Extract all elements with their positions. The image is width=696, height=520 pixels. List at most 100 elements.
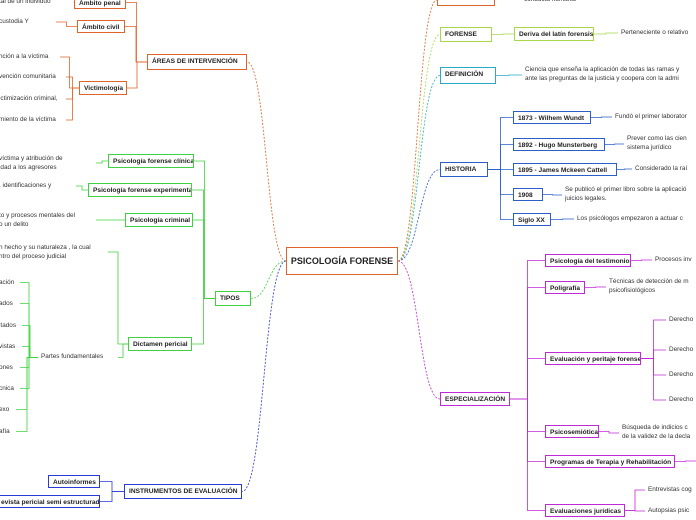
- node-historia[interactable]: HISTORIA: [440, 162, 488, 177]
- link-especializacion-e_evj: [510, 398, 545, 511]
- node-t-exper[interactable]: Psicología forense experimental: [88, 183, 192, 197]
- link-tipos-t_exper: [192, 189, 215, 299]
- link-t_partes-p2: [20, 303, 38, 358]
- node-instrumentos[interactable]: INSTRUMENTOS DE EVALUACIÓN: [124, 484, 242, 499]
- link-h1892-h1892_d: [605, 143, 624, 145]
- node-e-evj-d2[interactable]: Autopsias psic: [648, 507, 690, 514]
- link-instrumentos-i_entrev: [100, 491, 124, 502]
- node-e-test-d[interactable]: Procesos inv: [655, 256, 692, 263]
- node-a-civil[interactable]: Ámbito civil: [77, 20, 125, 33]
- link-central-instrumentos: [241, 260, 287, 492]
- node-definicion[interactable]: DEFINICIÓN: [440, 67, 496, 84]
- node-e-evj[interactable]: Evaluaciones jurídicas: [545, 504, 625, 517]
- node-v2[interactable]: vención comunitaria: [0, 73, 56, 80]
- link-e_test-e_test_d: [631, 259, 652, 261]
- node-t-dictamen[interactable]: Dictamen pericial: [128, 337, 192, 351]
- node-v1[interactable]: nción a la víctima: [0, 53, 49, 60]
- node-p3[interactable]: ltados: [0, 322, 17, 329]
- node-h1873[interactable]: 1873 - Wilhem Wundt: [513, 111, 591, 124]
- node-e-test[interactable]: Psicología del testimonio: [545, 254, 631, 267]
- link-historia-h1892: [488, 144, 513, 170]
- node-areas[interactable]: ÁREAS DE INTERVENCIÓN: [147, 54, 247, 70]
- node-e-d2[interactable]: Derecho: [669, 346, 694, 353]
- link-areas-a_civil: [125, 26, 147, 63]
- node-h1908-d[interactable]: Se publicó el primer libro sobre la apli…: [565, 186, 687, 202]
- link-central-forense: [397, 34, 441, 262]
- node-e-d3[interactable]: Derecho: [669, 371, 694, 378]
- link-central-definicion: [397, 75, 441, 262]
- node-e-d1[interactable]: Derecho: [669, 316, 694, 323]
- node-e-d4[interactable]: Derecho: [669, 396, 694, 403]
- node-h1908[interactable]: 1908: [513, 188, 543, 201]
- node-t-criminal[interactable]: Psicología criminal: [125, 213, 193, 227]
- node-tipos[interactable]: TIPOS: [215, 291, 251, 306]
- node-d-text[interactable]: Ciencia que enseña la aplicación de toda…: [525, 66, 680, 82]
- link-tipos-t_dictamen: [192, 298, 215, 345]
- node-p7[interactable]: exo: [0, 406, 10, 413]
- link-forense-f_deriva: [492, 33, 514, 35]
- link-central-especializacion: [397, 260, 441, 400]
- node-t-clinica[interactable]: Psicología forense clínica: [108, 154, 194, 168]
- node-forense[interactable]: FORENSE: [440, 27, 492, 42]
- link-h1873-h1873_d: [591, 116, 612, 118]
- node-e-semio[interactable]: Psicosemiótica: [545, 425, 599, 438]
- link-historia-hxx: [488, 169, 513, 220]
- link-central-top_orange: [397, 0, 438, 262]
- node-t-exper-d[interactable]: , identificaciones y: [0, 182, 52, 189]
- link-e_prog-e_prog_d: [675, 460, 696, 462]
- node-p8[interactable]: afía: [0, 428, 10, 435]
- node-p4[interactable]: vistas: [0, 343, 16, 350]
- node-i-auto[interactable]: Autoinformes: [48, 475, 100, 488]
- link-h1908-h1908_d: [543, 194, 562, 196]
- link-t_dictamen-t_partes: [118, 343, 128, 358]
- node-i-entrev[interactable]: evista pericial semi estructurada: [0, 495, 100, 508]
- node-p5[interactable]: ones: [0, 364, 13, 371]
- node-f-pert[interactable]: Perteneciente o relativo: [621, 29, 689, 36]
- node-h1895[interactable]: 1895 - James Mckeen Cattell: [513, 163, 617, 176]
- node-e-evj-d1[interactable]: Entrevistas cog: [648, 486, 692, 493]
- node-a-penal-d[interactable]: tal de un individuo: [0, 0, 51, 5]
- link-e_evj-e_evj_d1: [625, 489, 645, 511]
- node-t-partes[interactable]: Partes fundamentales: [41, 353, 104, 360]
- link-t_dictamen-t_dictamen_d: [108, 251, 128, 345]
- node-e-eval[interactable]: Evaluación y peritaje forense: [545, 352, 641, 365]
- link-t_partes-p8: [16, 357, 38, 432]
- node-h1873-d[interactable]: Fundó el primer laborator: [615, 113, 687, 120]
- link-t_partes-p6: [20, 357, 38, 389]
- link-t_partes-p4: [22, 346, 38, 358]
- node-v4[interactable]: miento de la víctima: [0, 116, 56, 123]
- node-hxx-d[interactable]: Los psicólogos empezaron a actuar c: [577, 215, 683, 222]
- node-top-orange[interactable]: [437, 0, 495, 6]
- central-node[interactable]: PSICOLOGÍA FORENSE: [286, 247, 398, 275]
- node-v3[interactable]: ictimización criminal,: [0, 95, 58, 102]
- link-central-historia: [397, 169, 441, 262]
- node-hxx[interactable]: Siglo XX: [513, 213, 551, 226]
- node-p2[interactable]: ados: [0, 300, 13, 307]
- node-h1895-d[interactable]: Considerado la raí: [635, 165, 688, 172]
- node-a-penal[interactable]: Ámbito penal: [74, 0, 126, 9]
- node-p1[interactable]: ación: [0, 279, 15, 286]
- link-central-tipos: [250, 260, 287, 299]
- link-e_evj-e_evj_d2: [625, 510, 645, 512]
- link-e_semio-e_semio_d: [599, 431, 619, 434]
- link-areas-a_penal: [126, 2, 147, 63]
- node-a-civil-d[interactable]: custodia Y: [0, 18, 29, 25]
- link-t_clinica-t_clinica_d: [96, 160, 108, 164]
- node-especializacion[interactable]: ESPECIALIZACIÓN: [440, 392, 510, 406]
- link-central-areas: [246, 61, 287, 262]
- node-victimologia[interactable]: Victimología: [79, 81, 127, 95]
- node-e-prog[interactable]: Programas de Terapia y Rehabilitación: [545, 455, 675, 468]
- node-top-orange-d[interactable]: conducta humana.: [521, 0, 641, 6]
- node-h1892[interactable]: 1892 - Hugo Munsterberg: [513, 138, 605, 151]
- link-hxx-hxx_d: [551, 218, 574, 220]
- node-p6[interactable]: cnica: [0, 385, 14, 392]
- node-e-poli[interactable]: Poligrafía: [545, 281, 585, 294]
- node-f-deriva[interactable]: Deriva del latín forensis: [514, 27, 594, 41]
